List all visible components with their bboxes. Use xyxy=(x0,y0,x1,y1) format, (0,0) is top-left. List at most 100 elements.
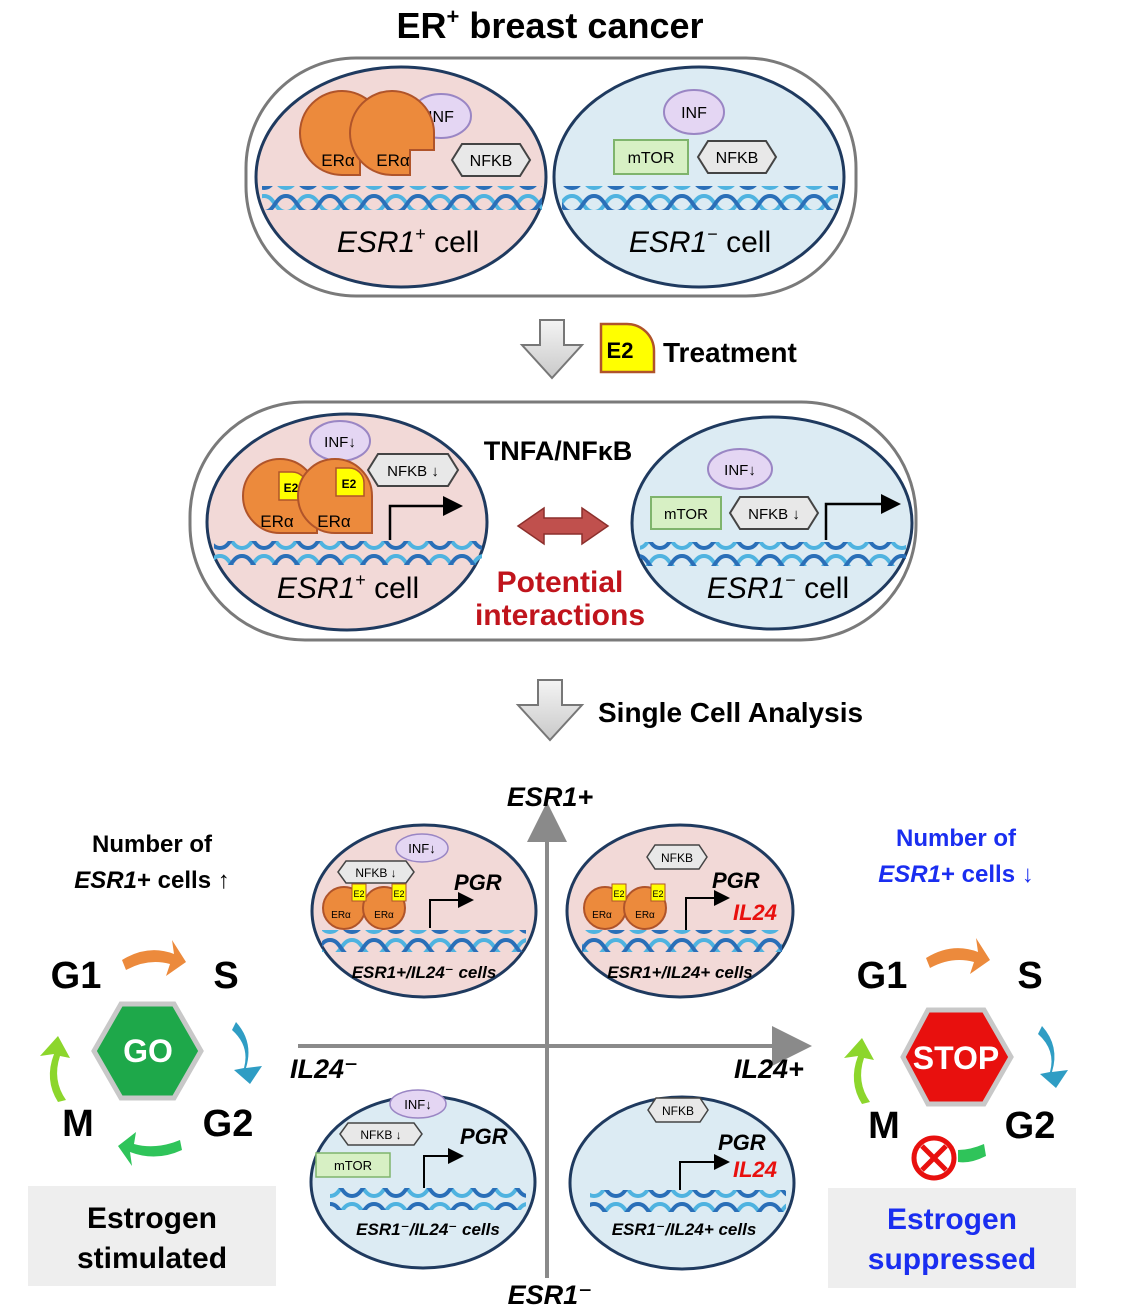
go-hexagon xyxy=(91,1001,204,1101)
cell-label: ESR1− cell xyxy=(629,224,771,259)
gene-label-pgr: PGR xyxy=(454,870,502,895)
nfkb-label: NFKB ↓ xyxy=(355,866,396,880)
dna-helix xyxy=(582,930,782,952)
right-note-line1: Number of xyxy=(896,825,1017,852)
inf-label: INF xyxy=(428,109,454,126)
e2-ligand-icon xyxy=(391,883,407,902)
phase-m: M xyxy=(62,1103,94,1145)
interaction-label: Potential xyxy=(497,566,624,599)
phase-g2: G2 xyxy=(203,1103,254,1145)
dna-helix xyxy=(214,541,482,565)
gene-label-pgr: PGR xyxy=(460,1124,508,1149)
mtor-label: mTOR xyxy=(628,150,675,167)
e2-label: E2 xyxy=(353,889,364,899)
e2-label: E2 xyxy=(393,889,404,899)
nfkb-label: NFKB ↓ xyxy=(360,1128,401,1142)
cycle-arrow-green xyxy=(958,1144,986,1163)
nfkb-label: NFKB xyxy=(716,150,759,167)
er-alpha-label: ERα xyxy=(331,910,351,921)
dna-helix xyxy=(262,186,542,210)
quadrant-cell-label: ESR1+/IL24⁻ cells xyxy=(352,963,497,982)
cycle-arrow-blue xyxy=(1038,1026,1068,1088)
nfkb-label: NFKB xyxy=(662,1104,694,1118)
mtor-box xyxy=(650,496,722,530)
er-alpha-label: ERα xyxy=(592,910,612,921)
nfkb-hexagon xyxy=(450,143,532,177)
y-axis-bottom-label: ESR1⁻ xyxy=(508,1280,593,1310)
inf-bubble xyxy=(663,89,725,135)
mtor-box xyxy=(315,1152,391,1178)
estrogen-stimulated-box xyxy=(28,1186,276,1286)
x-axis-right-label: IL24+ xyxy=(734,1054,804,1084)
cycle-arrow-lime xyxy=(844,1038,874,1104)
e2-label: E2 xyxy=(652,889,663,899)
inf-bubble xyxy=(389,1089,447,1119)
block-icon-x xyxy=(920,1144,948,1172)
mtor-label: mTOR xyxy=(334,1158,372,1173)
stop-octagon xyxy=(900,1007,1014,1107)
phase-m: M xyxy=(868,1105,900,1147)
estrogen-stimulated-line2: stimulated xyxy=(77,1242,227,1275)
cycle-arrow-lime xyxy=(40,1036,70,1102)
cycle-arrow-orange xyxy=(926,938,990,974)
nfkb-label: NFKB xyxy=(661,851,693,865)
e2-label: E2 xyxy=(607,338,634,363)
er-alpha-label: ERα xyxy=(374,910,394,921)
gene-label-il24: IL24 xyxy=(733,900,777,925)
phase-s: S xyxy=(1017,955,1042,997)
down-arrow xyxy=(515,679,585,742)
estrogen-stimulated-line1: Estrogen xyxy=(87,1202,217,1235)
down-arrow xyxy=(519,319,585,380)
quadrant-cell-label: ESR1⁻/IL24+ cells xyxy=(612,1220,757,1239)
gene-label-pgr: PGR xyxy=(718,1130,766,1155)
stop-label: STOP xyxy=(913,1040,1000,1076)
phase-g1: G1 xyxy=(51,955,102,997)
dna-helix xyxy=(330,1188,526,1210)
dna-helix xyxy=(590,1190,786,1212)
transcription-arrow xyxy=(679,1154,730,1190)
estrogen-suppressed-box xyxy=(828,1188,1076,1288)
inf-label: INF xyxy=(681,105,707,122)
quadrant-cell-label: ESR1⁻/IL24⁻ cells xyxy=(356,1220,500,1239)
e2-ligand-icon xyxy=(335,467,365,497)
x-axis-left-label: IL24⁻ xyxy=(290,1054,358,1084)
nfkb-hexagon xyxy=(646,844,708,870)
quadrant-cell-label: ESR1+/IL24+ cells xyxy=(607,963,753,982)
transcription-arrow xyxy=(824,494,901,540)
phase-g1: G1 xyxy=(857,955,908,997)
page-title: ER+ breast cancer xyxy=(396,4,703,46)
transcription-arrow xyxy=(429,892,474,928)
cell-label: ESR1+ cell xyxy=(277,570,419,605)
dna-helix xyxy=(562,186,838,210)
e2-label: E2 xyxy=(342,477,357,491)
right-note-line2: ESR1+ cells ↓ xyxy=(878,861,1033,888)
nfkb-hexagon xyxy=(337,860,415,884)
cycle-arrow-orange xyxy=(122,940,186,976)
gene-label-il24: IL24 xyxy=(733,1157,777,1182)
inf-label: INF↓ xyxy=(404,1097,431,1112)
mtor-box xyxy=(613,139,689,175)
transcription-arrow xyxy=(423,1148,464,1188)
er-alpha-label: ERα xyxy=(317,512,351,531)
panel1-esr1-negative-cell xyxy=(552,65,846,289)
nfkb-hexagon xyxy=(647,1097,709,1123)
treatment-label: Treatment xyxy=(663,337,797,368)
cycle-arrow-green xyxy=(118,1132,182,1166)
inf-label: INF↓ xyxy=(724,462,756,479)
er-alpha-label: ERα xyxy=(635,910,655,921)
nfkb-label: NFKB ↓ xyxy=(748,506,800,523)
gene-label-pgr: PGR xyxy=(712,868,760,893)
e2-ligand-icon xyxy=(650,883,666,902)
inf-bubble xyxy=(395,833,449,863)
mtor-label: mTOR xyxy=(664,506,708,523)
left-note-line1: Number of xyxy=(92,831,213,858)
e2-label: E2 xyxy=(613,889,624,899)
y-axis-top-label: ESR1+ xyxy=(507,782,594,812)
e2-label: E2 xyxy=(284,481,299,495)
estrogen-suppressed-line2: suppressed xyxy=(868,1243,1036,1276)
er-alpha-label: ERα xyxy=(260,512,294,531)
cell-label: ESR1+ cell xyxy=(337,224,479,259)
left-note-line2: ESR1+ cells ↑ xyxy=(74,867,229,894)
nfkb-hexagon xyxy=(696,140,778,174)
